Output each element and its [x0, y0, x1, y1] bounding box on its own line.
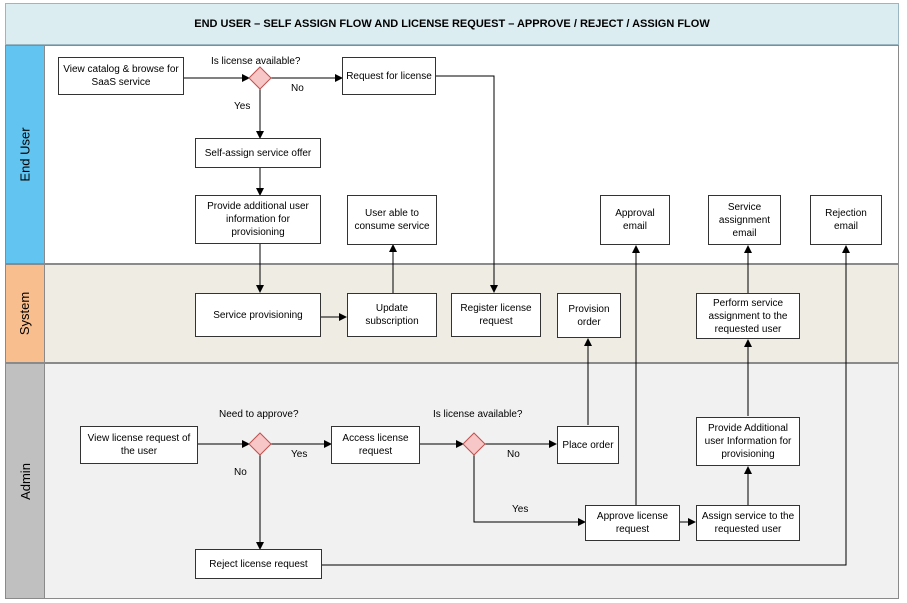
node-self-assign: Self-assign service offer	[195, 138, 321, 168]
decision-label-need-approve: Need to approve?	[219, 409, 299, 420]
lane-admin-label: Admin	[17, 462, 33, 500]
decision-label-user-license: Is license available?	[211, 56, 301, 67]
node-request-license: Request for license	[342, 57, 436, 95]
node-place-order: Place order	[557, 426, 619, 464]
node-rejection-email: Rejection email	[810, 195, 882, 245]
node-register-license: Register license request	[451, 293, 541, 337]
node-approval-email: Approval email	[600, 195, 670, 245]
lane-end-user-label: End User	[17, 127, 33, 182]
diagram-title: END USER – SELF ASSIGN FLOW AND LICENSE …	[5, 3, 899, 45]
node-provide-info-user: Provide additional user information for …	[195, 195, 321, 244]
lane-admin: Admin	[5, 363, 899, 599]
edge-label-user-yes: Yes	[234, 101, 251, 112]
node-user-consume: User able to consume service	[347, 195, 437, 245]
edge-label-approve-no: No	[234, 467, 247, 478]
node-perform-assignment: Perform service assignment to the reques…	[696, 293, 800, 339]
node-update-subscription: Update subscription	[347, 293, 437, 337]
lane-system-header: System	[6, 265, 45, 362]
node-provide-info-admin: Provide Additional user Information for …	[696, 417, 800, 466]
node-assign-service: Assign service to the requested user	[696, 505, 800, 541]
edge-label-user-no: No	[291, 83, 304, 94]
node-approve-license: Approve license request	[585, 505, 680, 541]
decision-label-admin-license: Is license available?	[433, 409, 523, 420]
node-service-provisioning: Service provisioning	[195, 293, 321, 337]
node-service-assignment-email: Service assignment email	[708, 195, 781, 245]
lane-admin-header: Admin	[6, 364, 45, 598]
node-provision-order: Provision order	[557, 293, 621, 338]
node-view-catalog: View catalog & browse for SaaS service	[58, 57, 184, 95]
lane-system-label: System	[17, 291, 33, 336]
edge-label-admin-no: No	[507, 449, 520, 460]
node-reject-license: Reject license request	[195, 549, 322, 579]
node-view-license-request: View license request of the user	[80, 426, 198, 464]
edge-label-admin-yes: Yes	[512, 504, 529, 515]
lane-end-user-header: End User	[6, 46, 45, 263]
edge-label-approve-yes: Yes	[291, 449, 308, 460]
node-access-license: Access license request	[331, 426, 420, 464]
